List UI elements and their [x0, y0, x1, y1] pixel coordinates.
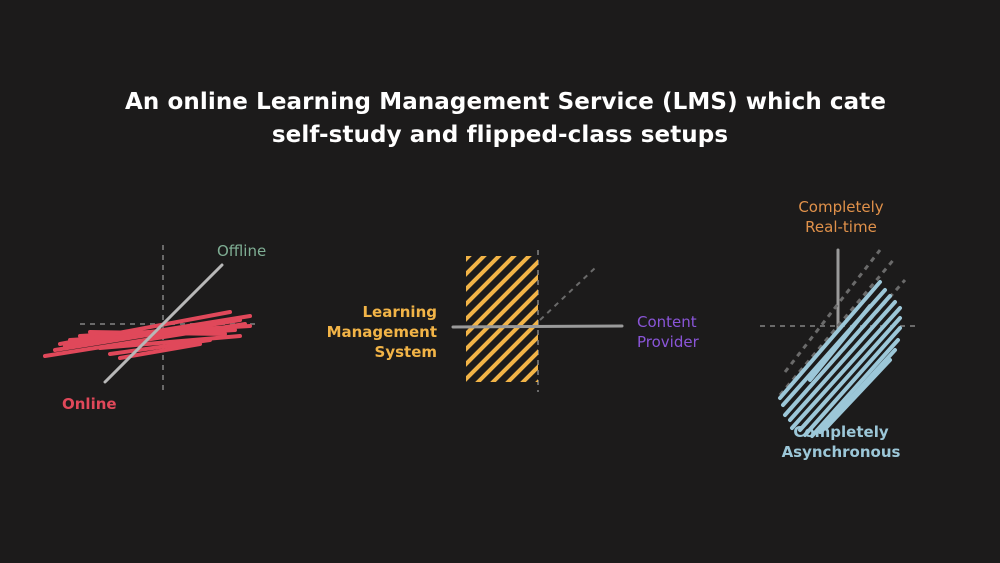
content-provider-label: Content Provider: [637, 313, 699, 351]
lms-label: Learning Management System: [326, 303, 437, 361]
realtime-label: Completely Real-time: [798, 198, 884, 236]
online-offline-diagram: [43, 245, 255, 392]
online-hatch: [43, 310, 252, 360]
lms-hatch: [466, 256, 538, 382]
diagonal-dashed: [539, 267, 596, 321]
slide-title: An online Learning Management Service (L…: [0, 86, 1000, 152]
lms-content-diagram: [451, 250, 624, 392]
slide-title-line2: self-study and flipped-class setups: [271, 122, 729, 148]
offline-label: Offline: [217, 242, 267, 260]
async-label: Completely Asynchronous: [781, 423, 901, 461]
horizontal-axis: [451, 324, 624, 329]
async-hatch: [778, 280, 902, 438]
slide-title-line1: An online Learning Management Service (L…: [125, 89, 885, 115]
realtime-async-diagram: [760, 248, 918, 438]
online-label: Online: [62, 395, 117, 413]
offline-line: [103, 263, 224, 384]
